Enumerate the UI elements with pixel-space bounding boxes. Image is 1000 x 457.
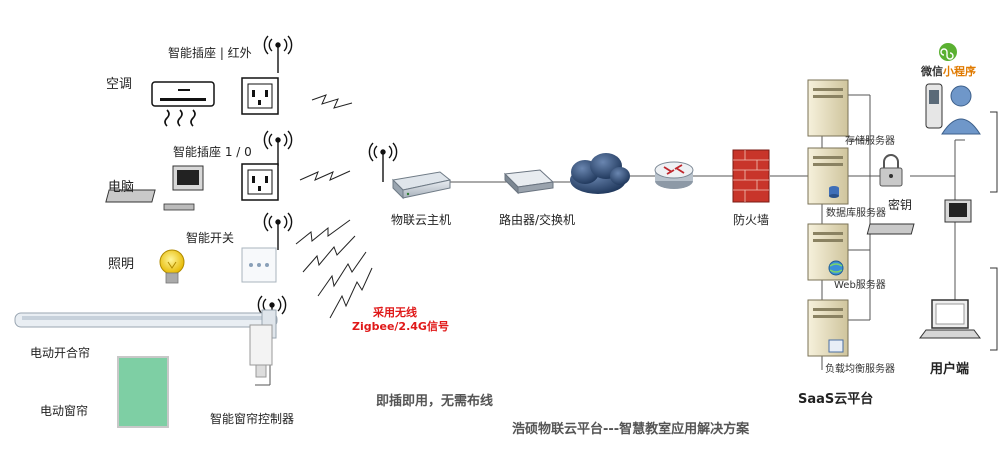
load-balancer-server-icon bbox=[807, 299, 849, 357]
database-server-label: 数据库服务器 bbox=[826, 208, 886, 219]
projector-screen-label: 电动开合帘 bbox=[30, 346, 91, 360]
ir-socket-label: 智能插座 | 红外 bbox=[168, 46, 252, 60]
antenna-icon-host bbox=[368, 142, 398, 182]
ac-label: 空调 bbox=[106, 77, 133, 92]
firewall-label: 防火墙 bbox=[733, 213, 770, 227]
router-switch-icon bbox=[503, 169, 555, 195]
key-lock-icon bbox=[879, 154, 903, 187]
storage-server-icon bbox=[807, 79, 849, 137]
air-conditioner-icon bbox=[151, 81, 215, 127]
solution-caption: 浩硕物联云平台---智慧教室应用解决方案 bbox=[512, 422, 750, 437]
projector-screen-icon bbox=[14, 309, 278, 339]
key-label: 密钥 bbox=[888, 198, 913, 212]
smart-socket-icon-1 bbox=[241, 77, 279, 115]
smart-socket-icon-2 bbox=[241, 163, 279, 201]
curtain-icon bbox=[117, 356, 169, 428]
wechat-prefix: 微信 bbox=[921, 65, 943, 78]
curtain-controller-label: 智能窗帘控制器 bbox=[210, 412, 295, 426]
iot-host-icon bbox=[391, 171, 452, 200]
curtain-label: 电动窗帘 bbox=[40, 404, 89, 418]
wechat-miniprogram-icon bbox=[939, 43, 957, 61]
smart-switch-icon bbox=[241, 247, 277, 283]
web-server-label: Web服务器 bbox=[834, 280, 886, 291]
storage-server-label: 存储服务器 bbox=[845, 136, 895, 147]
computer-icon bbox=[105, 165, 204, 211]
pc-label: 电脑 bbox=[108, 180, 135, 195]
wireless-line-1: 采用无线 bbox=[373, 306, 417, 319]
web-server-icon bbox=[807, 223, 849, 281]
host-label: 物联云主机 bbox=[391, 213, 452, 227]
wechat-label: 微信小程序 bbox=[921, 66, 976, 77]
antenna-icon-2 bbox=[263, 130, 293, 166]
firewall-icon bbox=[732, 149, 770, 203]
plug-and-play-caption: 即插即用，无需布线 bbox=[376, 394, 494, 409]
router-label: 路由器/交换机 bbox=[499, 213, 576, 227]
antenna-icon-3 bbox=[263, 212, 293, 250]
desktop-client-icon bbox=[866, 199, 972, 235]
mobile-user-icon bbox=[925, 83, 981, 135]
wireless-signals bbox=[295, 94, 373, 319]
load-balancer-label: 负载均衡服务器 bbox=[825, 364, 895, 375]
switch-label: 智能开关 bbox=[186, 231, 235, 245]
database-server-icon bbox=[807, 147, 849, 205]
antenna-icon-1 bbox=[263, 35, 293, 73]
wechat-suffix: 小程序 bbox=[943, 65, 976, 78]
core-router-icon bbox=[654, 161, 694, 189]
laptop-client-icon bbox=[919, 299, 981, 339]
wireless-line-2: Zigbee/2.4G信号 bbox=[352, 320, 449, 333]
light-bulb-icon bbox=[159, 249, 185, 284]
curtain-controller-icon bbox=[249, 324, 273, 378]
saas-caption: SaaS云平台 bbox=[798, 392, 874, 407]
socket-label: 智能插座 1 / 0 bbox=[173, 145, 252, 159]
user-end-label: 用户端 bbox=[930, 362, 970, 377]
light-label: 照明 bbox=[108, 257, 135, 272]
cloud-icon bbox=[570, 153, 630, 194]
